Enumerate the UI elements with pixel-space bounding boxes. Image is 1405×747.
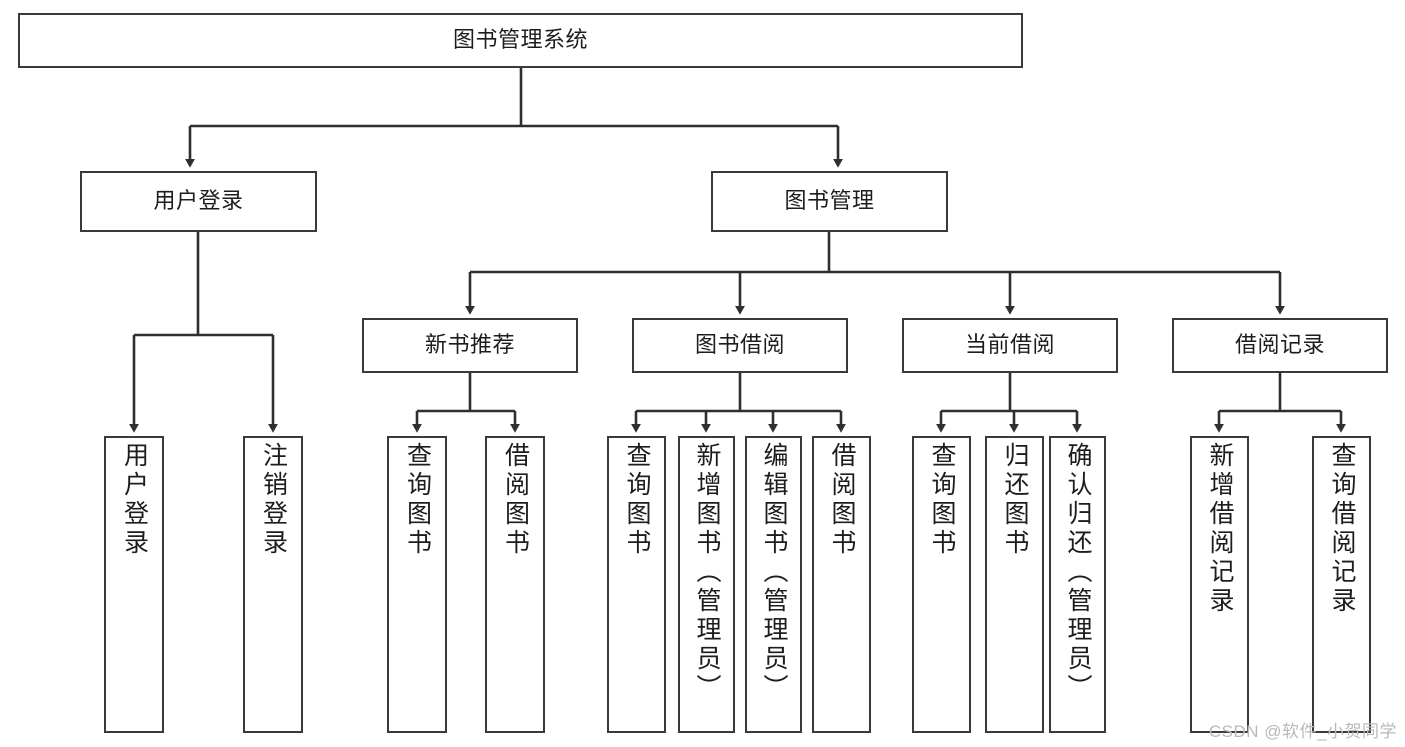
leaf-logout-login-label: 注销登录	[259, 442, 288, 558]
node-book-borrow[interactable]: 图书借阅	[632, 318, 848, 373]
node-borrow-record-label: 借阅记录	[1234, 332, 1325, 358]
leaf-add-borrow-record-label: 新增借阅记录	[1206, 442, 1234, 616]
leaf-user-login[interactable]: 用户登录	[104, 436, 164, 733]
leaf-query-borrow-record[interactable]: 查询借阅记录	[1312, 436, 1371, 733]
node-current-borrow[interactable]: 当前借阅	[902, 318, 1118, 373]
leaf-return-book[interactable]: 归还图书	[985, 436, 1044, 733]
leaf-add-book[interactable]: 新增图书（管理员）	[678, 436, 735, 733]
node-book-manage-label: 图书管理	[784, 188, 875, 214]
leaf-add-book-label: 新增图书（管理员）	[693, 442, 721, 703]
node-user-login-label: 用户登录	[153, 188, 244, 214]
leaf-borrow-book-1[interactable]: 借阅图书	[485, 436, 545, 733]
leaf-logout-login[interactable]: 注销登录	[243, 436, 303, 733]
node-root[interactable]: 图书管理系统	[18, 13, 1023, 68]
node-new-book-recommend[interactable]: 新书推荐	[362, 318, 578, 373]
watermark-text: CSDN @软件_小贺同学	[1208, 722, 1397, 741]
leaf-query-book-2-label: 查询图书	[623, 442, 651, 558]
leaf-query-book-3[interactable]: 查询图书	[912, 436, 971, 733]
node-book-manage[interactable]: 图书管理	[711, 171, 948, 232]
leaf-query-borrow-record-label: 查询借阅记录	[1328, 442, 1356, 616]
leaf-user-login-label: 用户登录	[120, 442, 149, 558]
leaf-borrow-book-2[interactable]: 借阅图书	[812, 436, 871, 733]
leaf-borrow-book-2-label: 借阅图书	[828, 442, 856, 558]
leaf-edit-book-label: 编辑图书（管理员）	[760, 442, 788, 703]
node-current-borrow-label: 当前借阅	[964, 332, 1055, 358]
leaf-query-book-3-label: 查询图书	[928, 442, 956, 558]
leaf-edit-book[interactable]: 编辑图书（管理员）	[745, 436, 802, 733]
node-user-login[interactable]: 用户登录	[80, 171, 317, 232]
leaf-confirm-return[interactable]: 确认归还（管理员）	[1049, 436, 1106, 733]
node-root-label: 图书管理系统	[452, 27, 588, 53]
leaf-add-borrow-record[interactable]: 新增借阅记录	[1190, 436, 1249, 733]
leaf-query-book-1[interactable]: 查询图书	[387, 436, 447, 733]
node-book-borrow-label: 图书借阅	[694, 332, 785, 358]
leaf-confirm-return-label: 确认归还（管理员）	[1064, 442, 1092, 703]
leaf-return-book-label: 归还图书	[1001, 442, 1029, 558]
node-borrow-record[interactable]: 借阅记录	[1172, 318, 1388, 373]
leaf-borrow-book-1-label: 借阅图书	[501, 442, 530, 558]
node-new-book-recommend-label: 新书推荐	[424, 332, 515, 358]
leaf-query-book-2[interactable]: 查询图书	[607, 436, 666, 733]
leaf-query-book-1-label: 查询图书	[403, 442, 432, 558]
